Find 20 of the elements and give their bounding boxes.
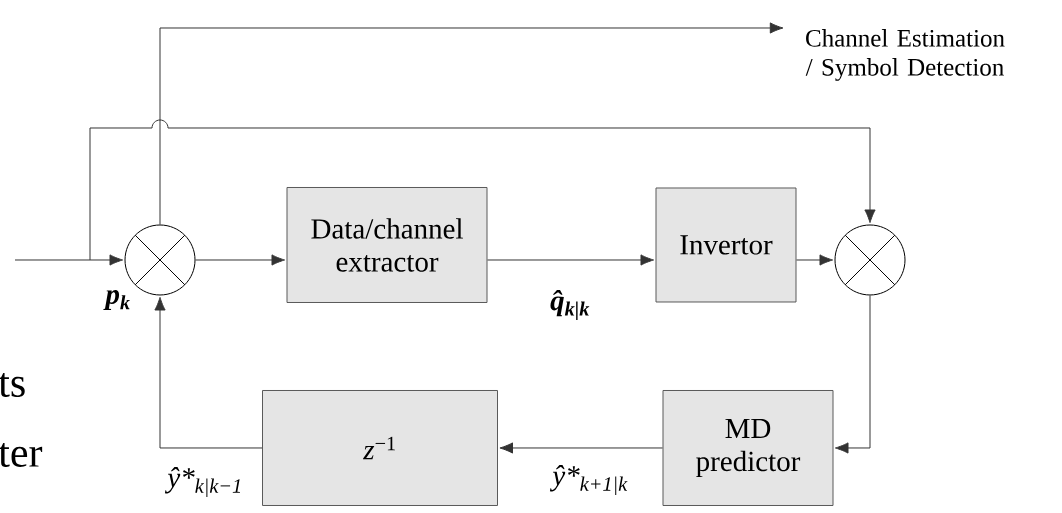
arrow: [154, 296, 263, 449]
block-box: MD predictor: [662, 390, 834, 506]
arrow: [14, 254, 124, 266]
arrow: [195, 254, 286, 266]
output-label: Channel Estimation / Symbol Detection: [805, 29, 1005, 81]
multiplier-circle: [124, 224, 196, 296]
arrow: [499, 442, 663, 454]
multiplier-circle: [834, 224, 906, 296]
arrow: [89, 119, 876, 261]
edge-label: ŷ*$_{k|k−1}$: [164, 466, 240, 497]
edge-label: ŷ*$_{k+1|k}$: [549, 464, 628, 495]
edge-label: q̂$_{k|k}$: [550, 290, 590, 320]
arrow: [487, 254, 655, 266]
arrow: [834, 295, 871, 454]
arrow: [796, 254, 834, 266]
arrow: [159, 22, 784, 225]
block-box: Data/channel extractor: [286, 187, 488, 303]
edge-label: p$_{k}$: [103, 290, 130, 310]
block-box: z$^{−1}$: [262, 390, 498, 506]
block-box: Invertor: [655, 187, 797, 303]
